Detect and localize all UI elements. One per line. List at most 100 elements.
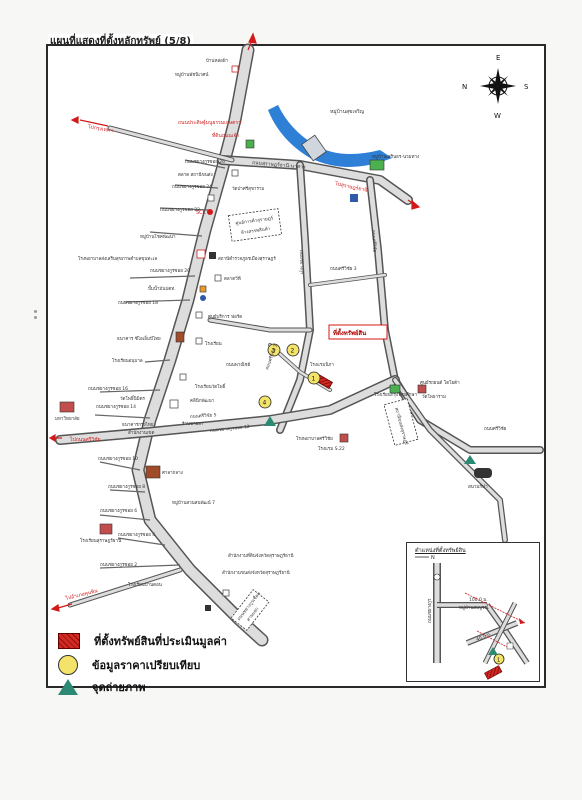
label-gov: ศาลากลาง: [162, 470, 183, 476]
label-hotel: โรงแรมนิภา: [310, 361, 334, 368]
label-to-right: ไปสุราษฎร์ธานี: [334, 180, 369, 194]
photo-triangle-icon: [58, 679, 78, 695]
label-village-top: บ้านหล่อฝ้า: [206, 58, 229, 64]
label-road-sri: ถนนศรีวิชัย: [484, 426, 507, 432]
compass-n: N: [462, 83, 467, 91]
punch-hole: [34, 316, 37, 319]
label-temple2: วัดโพธิ์นิมิตร: [120, 394, 146, 402]
comparable-circle-icon: [58, 655, 78, 675]
svg-text:3: 3: [272, 348, 276, 355]
label-village-left: หมู่บ้านโชคพัฒนา: [140, 233, 176, 240]
label-office: สำนักงานเขต: [128, 429, 154, 436]
subject-swatch-icon: [58, 633, 80, 649]
inset-svg: N ถนนชยางกูร 100.0 ม. หมู่บ้านสมบูรณ์ 40…: [415, 555, 530, 680]
compass-s: S: [524, 83, 529, 91]
label-market: ตลาด สถานีขนส่ง: [178, 172, 213, 178]
label-soi20: ถนนชยางกูรซอย 20: [150, 268, 190, 274]
label-post: ตลาดวีฟี: [224, 276, 241, 282]
label-soi26: ถนนชยางกูรซอย 26: [185, 159, 225, 165]
legend-photo: จุดถ่ายภาพ: [58, 676, 146, 698]
svg-text:1: 1: [312, 376, 316, 383]
label-soi24: ถนนชยางกูรซอย 24: [172, 184, 212, 190]
label-bank: ธนาคาร ซีไอเอ็มบีไทย: [117, 334, 161, 342]
label-village-green: หมู่บ้านสุขเจริญ: [330, 108, 364, 115]
bridge: [301, 134, 327, 162]
label-village7: หมู่บ้านสวนสนพัฒน์ 7: [172, 499, 215, 506]
label-school-b: โรงเรียนวัดโพธิ์: [195, 382, 227, 390]
legend-subject: ที่ตั้งทรัพย์สินที่ประเมินมูลค่า: [58, 630, 227, 652]
label-toyota: ศูนย์รถยนต์ โตโยต้า: [420, 379, 460, 386]
inset-title: ตำแหน่งที่ตั้งทรัพย์สิน: [415, 548, 466, 554]
label-school-a: โรงเรียน: [205, 340, 222, 347]
subject-label: ที่ตั้งทรัพย์สิน: [333, 327, 367, 337]
label-soi4: ถนนชยางกูรซอย 4: [118, 532, 155, 538]
center-box-label2: ห้างสรรพสินค้า: [241, 226, 272, 236]
label-to-left-low2: ถนนชยางกูรซอย 2: [100, 562, 137, 568]
label-temple3: วัดโพธาราม: [422, 393, 446, 400]
label-soi-x: ถนนพาณิชย์: [226, 361, 251, 368]
inset-north: N: [431, 555, 435, 561]
label-soi6: ถนนชยางกูรซอย 6: [100, 508, 137, 514]
label-soi8: ถนนชยางกูรซอย 8: [108, 484, 145, 490]
label-scc: SCC: [196, 210, 207, 216]
inset-road-h: หมู่บ้านสมบูรณ์: [459, 604, 489, 611]
legend-subject-text: ที่ตั้งทรัพย์สินที่ประเมินมูลค่า: [94, 635, 227, 648]
inset-marker: 1: [497, 658, 500, 664]
legend-photo-text: จุดถ่ายภาพ: [92, 681, 146, 694]
label-soi-e: ถนนศรีวิชัย 3: [330, 266, 357, 272]
label-sign-red: ที่ดินถนนเจ้า: [212, 132, 239, 139]
label-office3: สำนักงานขนส่งจังหวัดสุราษฎร์ธานี: [222, 569, 290, 576]
label-gas: ปั๊มน้ำมันปตท.: [148, 285, 176, 292]
label-hotel2: โรงแรม S.22: [318, 445, 345, 452]
label-stadium: สนามกีฬา: [468, 483, 488, 490]
inset-road-v: ถนนชยางกูร: [427, 598, 433, 623]
label-red-pres: ถนนประดิษฐ์มนูธรรมเกษตรฯ: [178, 119, 241, 126]
soi-lines: [94, 159, 226, 569]
label-soi10: ถนนชยางกูรซอย 10: [98, 456, 138, 462]
label-to-left-big: ไปถนนศรีวิชัย: [69, 436, 101, 443]
side-box: [383, 398, 419, 446]
subject-label-box: [328, 324, 388, 340]
label-temple: วัดป่าศรีสุขาราม: [232, 186, 264, 192]
label-bank2: ธนาคารกรุงไทย: [122, 422, 154, 428]
landmark-icons: [59, 65, 492, 611]
label-kindergarten: โรงเรียนอนุบาล: [112, 357, 143, 364]
center-box: [227, 208, 283, 242]
exit-arrows: [48, 32, 421, 612]
svg-text:2: 2: [291, 348, 295, 355]
label-soi16: ถนนชยางกูรซอย 16: [88, 386, 128, 392]
label-soi14: ถนนชยางกูรซอย 14: [96, 404, 136, 410]
label-village-sukhumvit: หมู่บ้านพัชนิเวศน์: [175, 71, 209, 78]
label-soi12: ถนนชยางกูรซอย 12: [210, 424, 251, 434]
svg-text:4: 4: [263, 400, 267, 407]
label-school-c: โรงเรียนกรุงไทยศึกษา: [374, 391, 417, 398]
label-soi18: ถนนชยางกูรซอย 18: [118, 300, 158, 306]
punch-hole: [34, 310, 37, 313]
label-ford: ศูนย์บริการ ฟอร์ด: [208, 313, 242, 320]
compass-w: W: [494, 112, 501, 120]
label-village-right: หมู่บ้านเสรินธร-นวมทาง: [372, 154, 419, 160]
label-vertical-rd: ถนนชยางกูร: [298, 250, 305, 275]
label-hospital: โรงพยาบาลส่งเสริมสุขภาพตำบลขุนทะเล: [78, 255, 157, 262]
label-hosp2: โรงพยาบาลศรีวิชัย: [296, 435, 333, 442]
label-police: สถานีตำรวจภูธรเมืองสุราษฎร์: [218, 255, 276, 262]
label-to-bangkok: ไปกรุงเทพฯ: [87, 123, 114, 134]
label-school-e: โรงเรียนสุราษฎร์ธานี: [80, 537, 121, 544]
road-network: [55, 43, 544, 647]
label-main-rd: ถนนสุราษฎร์ธานี-นาสาร: [252, 159, 306, 171]
inset-dist2: 40.0 ม.: [475, 631, 492, 643]
label-soi22: ถนนชยางกูรซอย 22: [160, 207, 200, 213]
label-road-right: ถนนศรีวิชัย 5: [190, 412, 217, 420]
inset-map: ตำแหน่งที่ตั้งทรัพย์สิน N ถนนชยางกูร 100…: [406, 542, 540, 682]
bottom-box: [230, 589, 270, 631]
comparable-markers: 1 2 3 4: [258, 343, 321, 409]
legend-comparable-text: ข้อมูลราคาเปรียบเทียบ: [92, 659, 201, 672]
legend-comparable: ข้อมูลราคาเปรียบเทียบ: [58, 654, 200, 676]
compass-e: E: [496, 54, 500, 62]
compass-rose: [480, 68, 516, 104]
label-clinic: คลินิกพัฒนา: [190, 398, 215, 404]
label-school-f: โรงเรียนบ้านดอน: [128, 581, 162, 588]
label-university: มหาวิทยาลัย: [55, 416, 80, 422]
label-pharmacy: ร้านขายยา: [182, 421, 204, 427]
